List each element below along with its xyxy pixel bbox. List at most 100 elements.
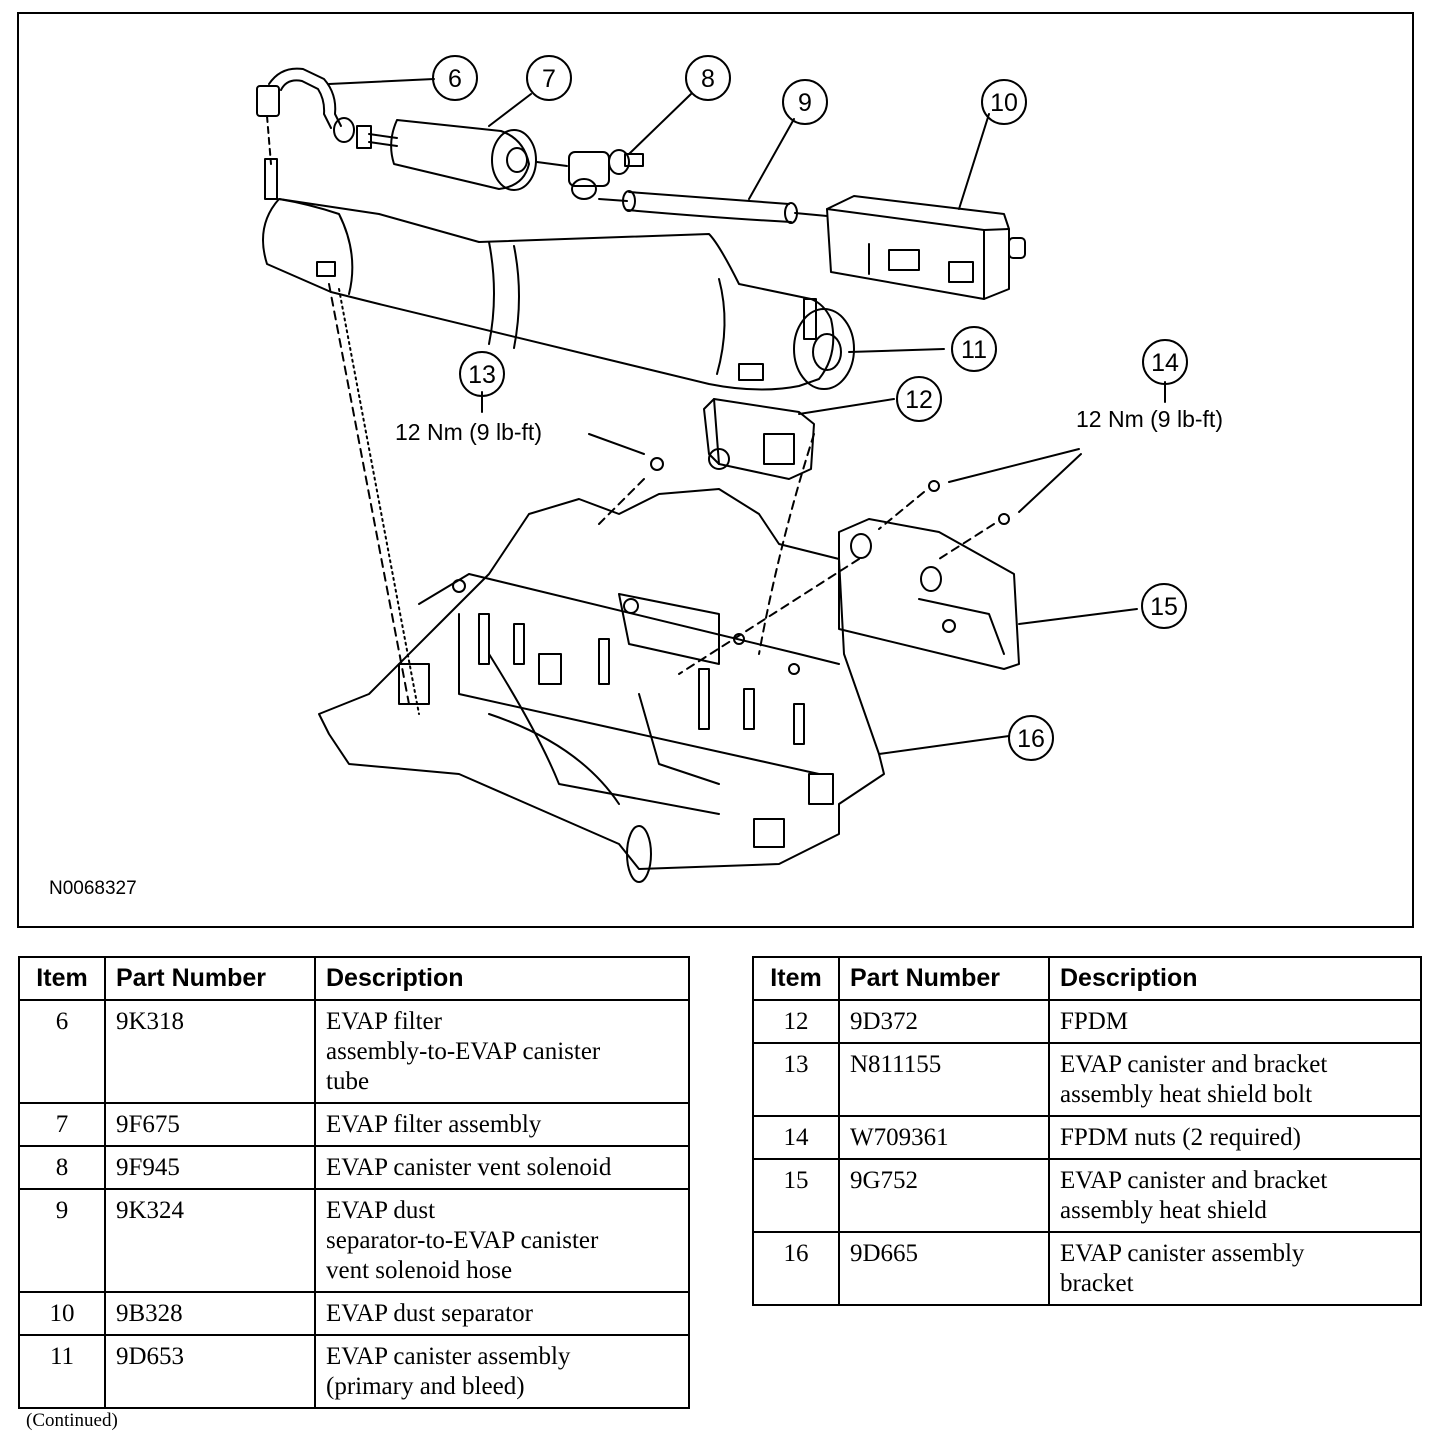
exploded-diagram: 6 7 8 9 10 11 12 13 14 15 16 12 Nm (9 lb… xyxy=(17,12,1414,928)
cell-item: 10 xyxy=(18,1291,106,1336)
callout-label: 10 xyxy=(990,89,1018,117)
callout-label: 14 xyxy=(1151,349,1179,377)
evap-filter-assembly xyxy=(356,119,537,191)
callout-11 xyxy=(951,326,997,372)
alignment-line xyxy=(338,288,420,715)
callout-12 xyxy=(896,376,942,422)
cell-item: 16 xyxy=(752,1231,840,1306)
canister-heat-shield xyxy=(838,518,1020,670)
fpdm-module xyxy=(703,398,815,480)
cell-description: EVAP canister vent solenoid xyxy=(314,1145,690,1190)
table-header-row: Item Part Number Description xyxy=(752,956,1422,1001)
cell-description: EVAP filter assembly xyxy=(314,1102,690,1147)
cell-part-number: 9D372 xyxy=(838,999,1050,1044)
leader-lines xyxy=(328,78,1166,755)
cell-part-number: 9B328 xyxy=(104,1291,316,1336)
callout-10 xyxy=(981,79,1027,125)
heat-shield-bolt xyxy=(588,433,664,525)
canister-assembly-bracket xyxy=(318,488,885,883)
cell-item: 12 xyxy=(752,999,840,1044)
cell-description: FPDM xyxy=(1048,999,1422,1044)
cell-item: 7 xyxy=(18,1102,106,1147)
cell-description: FPDM nuts (2 required) xyxy=(1048,1115,1422,1160)
cell-description: EVAP dust separator xyxy=(314,1291,690,1336)
callout-6 xyxy=(432,55,478,101)
dust-separator-to-solenoid-hose xyxy=(598,190,828,224)
header-part-number: Part Number xyxy=(838,956,1050,1001)
callout-label: 6 xyxy=(448,65,462,93)
evap-canister-assembly xyxy=(262,198,855,391)
torque-spec-13: 12 Nm (9 lb-ft) xyxy=(395,419,542,445)
callout-14 xyxy=(1142,339,1188,385)
callout-circles xyxy=(432,55,1188,761)
cell-part-number: W709361 xyxy=(838,1115,1050,1160)
cell-part-number: 9F945 xyxy=(104,1145,316,1190)
header-item: Item xyxy=(752,956,840,1001)
cell-part-number: N811155 xyxy=(838,1042,1050,1117)
evap-filter-to-canister-tube xyxy=(256,67,355,200)
figure-id: N0068327 xyxy=(49,878,137,899)
cell-part-number: 9D653 xyxy=(104,1334,316,1409)
header-description: Description xyxy=(314,956,690,1001)
cell-item: 15 xyxy=(752,1158,840,1233)
callout-label: 15 xyxy=(1150,593,1178,621)
table-header-row: Item Part Number Description xyxy=(18,956,690,1001)
cell-part-number: 9K324 xyxy=(104,1188,316,1293)
callout-label: 8 xyxy=(701,65,715,93)
fpdm-nuts xyxy=(878,448,1082,560)
callout-label: 9 xyxy=(798,89,812,117)
cell-part-number: 9F675 xyxy=(104,1102,316,1147)
callout-15 xyxy=(1141,583,1187,629)
callout-8 xyxy=(685,55,731,101)
alignment-line xyxy=(328,283,410,705)
cell-item: 14 xyxy=(752,1115,840,1160)
callout-label: 7 xyxy=(542,65,556,93)
callout-16 xyxy=(1008,715,1054,761)
alignment-line xyxy=(758,433,815,655)
evap-dust-separator xyxy=(826,195,1026,300)
callout-label: 11 xyxy=(961,336,987,364)
callout-9 xyxy=(782,79,828,125)
torque-spec-14: 12 Nm (9 lb-ft) xyxy=(1076,406,1223,432)
alignment-line xyxy=(678,558,860,675)
callout-label: 16 xyxy=(1017,725,1045,753)
cell-item: 8 xyxy=(18,1145,106,1190)
cell-part-number: 9D665 xyxy=(838,1231,1050,1306)
header-description: Description xyxy=(1048,956,1422,1001)
cell-part-number: 9G752 xyxy=(838,1158,1050,1233)
cell-item: 11 xyxy=(18,1334,106,1409)
callout-label: 12 xyxy=(905,386,933,414)
cell-description: EVAP canister assembly(primary and bleed… xyxy=(314,1334,690,1409)
cell-part-number: 9K318 xyxy=(104,999,316,1104)
header-item: Item xyxy=(18,956,106,1001)
cell-item: 9 xyxy=(18,1188,106,1293)
cell-item: 6 xyxy=(18,999,106,1104)
continued-note: (Continued) xyxy=(26,1410,118,1431)
header-part-number: Part Number xyxy=(104,956,316,1001)
diagram-drawing: 6 7 8 9 10 11 12 13 14 15 16 xyxy=(256,55,1188,883)
callout-7 xyxy=(526,55,572,101)
callout-label: 13 xyxy=(468,361,496,389)
cell-item: 13 xyxy=(752,1042,840,1117)
evap-canister-vent-solenoid xyxy=(536,149,644,200)
